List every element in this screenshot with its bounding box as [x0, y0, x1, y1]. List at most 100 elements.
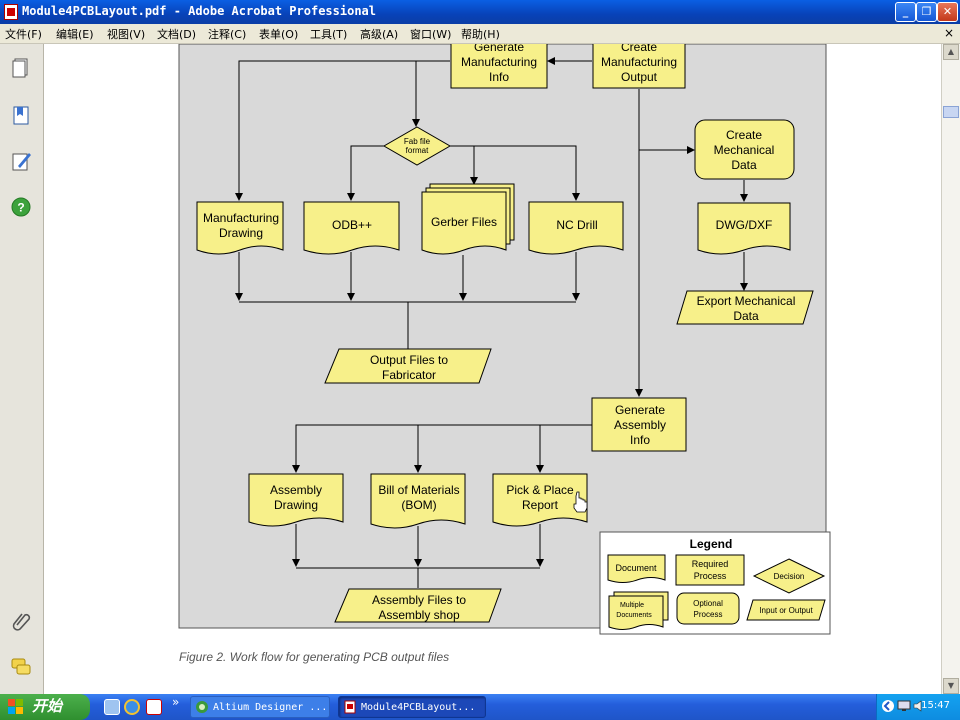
network-icon[interactable]	[897, 700, 911, 712]
tray-arrow-icon[interactable]	[881, 699, 895, 713]
svg-text:Assembly Files to: Assembly Files to	[372, 593, 466, 607]
connectors	[235, 57, 748, 588]
create-manufacturing-output-node: Create Manufacturing Output	[592, 44, 686, 89]
task-altium-designer[interactable]: Altium Designer ...	[190, 696, 330, 718]
svg-text:Input or Output: Input or Output	[759, 606, 813, 615]
svg-text:Export Mechanical: Export Mechanical	[697, 294, 796, 308]
gerber-files-multiple-documents: Gerber Files	[421, 183, 515, 255]
svg-text:Generate: Generate	[615, 403, 665, 417]
svg-text:Gerber Files: Gerber Files	[431, 215, 497, 229]
title-bar: Module4PCBLayout.pdf - Adobe Acrobat Pro…	[0, 0, 960, 24]
scroll-down-arrow-icon[interactable]: ▼	[943, 678, 959, 694]
svg-text:Data: Data	[733, 309, 759, 323]
quick-launch-overflow[interactable]: »	[172, 695, 180, 709]
close-button[interactable]: ✕	[937, 2, 958, 22]
minimize-icon: _	[902, 5, 909, 18]
acrobat-icon[interactable]	[146, 699, 162, 715]
vertical-scrollbar[interactable]: ▲ ▼	[941, 44, 960, 694]
bookmarks-icon[interactable]	[10, 104, 32, 126]
menu-view[interactable]: 视图(V)	[107, 28, 146, 41]
export-mechanical-data-io: Export Mechanical Data	[676, 290, 814, 325]
svg-text:(BOM): (BOM)	[401, 498, 436, 512]
menu-help[interactable]: 帮助(H)	[461, 28, 500, 41]
output-files-fabricator-io: Output Files to Fabricator	[324, 348, 492, 384]
scroll-up-arrow-icon[interactable]: ▲	[943, 44, 959, 60]
volume-icon[interactable]	[913, 700, 925, 712]
generate-assembly-info-node: Generate Assembly Info	[591, 397, 687, 452]
svg-text:Assembly shop: Assembly shop	[378, 608, 460, 622]
task-module4pcblayout[interactable]: Module4PCBLayout...	[338, 696, 486, 718]
svg-text:Fab file: Fab file	[404, 137, 431, 146]
svg-text:Multiple: Multiple	[620, 602, 644, 609]
svg-text:Assembly: Assembly	[270, 483, 322, 497]
document-view[interactable]: Generate Manufacturing Info Create Manuf…	[44, 44, 941, 694]
svg-text:Manufacturing: Manufacturing	[601, 55, 677, 69]
svg-text:format: format	[406, 146, 429, 155]
svg-text:Generate: Generate	[474, 44, 524, 54]
taskbar: 开始 » Altium Designer ... Module4PCBLayou…	[0, 694, 960, 720]
close-icon: ✕	[942, 5, 953, 18]
navigation-panel: ?	[0, 44, 44, 694]
menu-forms[interactable]: 表单(O)	[259, 28, 299, 41]
svg-text:Bill of Materials: Bill of Materials	[378, 483, 459, 497]
pick-place-report-document: Pick & Place Report	[492, 473, 588, 527]
clock[interactable]: 15:47	[921, 700, 950, 711]
restore-icon: ❐	[921, 5, 932, 18]
svg-text:Mechanical: Mechanical	[714, 143, 775, 157]
minimize-button[interactable]: _	[895, 2, 916, 22]
svg-text:Report: Report	[522, 498, 559, 512]
svg-text:ODB++: ODB++	[332, 218, 372, 232]
svg-text:Fabricator: Fabricator	[382, 368, 436, 382]
svg-text:Documents: Documents	[616, 612, 652, 619]
menu-edit[interactable]: 编辑(E)	[56, 28, 94, 41]
pages-icon[interactable]	[10, 56, 32, 78]
document-close-button[interactable]: ×	[943, 26, 954, 40]
hand-cursor-icon	[573, 491, 588, 513]
menu-advanced[interactable]: 高级(A)	[360, 28, 399, 41]
svg-text:Data: Data	[731, 158, 757, 172]
svg-text:Output: Output	[621, 70, 658, 84]
create-mechanical-data-node: Create Mechanical Data	[694, 119, 795, 180]
signatures-icon[interactable]	[10, 150, 32, 172]
dwg-dxf-document: DWG/DXF	[697, 202, 791, 255]
svg-text:Manufacturing: Manufacturing	[203, 211, 279, 225]
restore-button[interactable]: ❐	[916, 2, 937, 22]
acrobat-icon[interactable]	[4, 4, 18, 20]
svg-text:NC Drill: NC Drill	[556, 218, 597, 232]
svg-text:Required: Required	[692, 559, 729, 569]
svg-text:Info: Info	[630, 433, 650, 447]
help-icon[interactable]: ?	[10, 196, 32, 218]
scroll-thumb[interactable]	[943, 106, 959, 118]
svg-text:Create: Create	[621, 44, 657, 54]
svg-text:Info: Info	[489, 70, 509, 84]
start-button[interactable]: 开始	[0, 694, 90, 720]
ie-icon[interactable]	[124, 699, 140, 715]
generate-manufacturing-info-node: Generate Manufacturing Info	[450, 44, 548, 89]
svg-text:DWG/DXF: DWG/DXF	[716, 218, 773, 232]
show-desktop-icon[interactable]	[104, 699, 120, 715]
menu-bar: 文件(F) 编辑(E) 视图(V) 文档(D) 注释(C) 表单(O) 工具(T…	[0, 24, 960, 44]
bill-of-materials-document: Bill of Materials (BOM)	[370, 473, 466, 529]
menu-window[interactable]: 窗口(W)	[410, 28, 452, 41]
pcb-output-flowchart: Generate Manufacturing Info Create Manuf…	[178, 44, 831, 635]
svg-text:Create: Create	[726, 128, 762, 142]
svg-text:Legend: Legend	[690, 537, 733, 551]
attachments-icon[interactable]	[10, 609, 32, 631]
svg-text:?: ?	[17, 201, 24, 215]
menu-tools[interactable]: 工具(T)	[310, 28, 348, 41]
menu-comments[interactable]: 注释(C)	[208, 28, 247, 41]
start-label: 开始	[32, 697, 63, 715]
svg-text:Decision: Decision	[774, 572, 805, 581]
svg-text:Process: Process	[694, 571, 727, 581]
menu-document[interactable]: 文档(D)	[157, 28, 197, 41]
window-title: Module4PCBLayout.pdf - Adobe Acrobat Pro…	[22, 4, 377, 18]
altium-icon	[196, 701, 208, 713]
menu-file[interactable]: 文件(F)	[5, 28, 42, 41]
figure-caption: Figure 2. Work flow for generating PCB o…	[179, 650, 450, 664]
comments-icon[interactable]	[10, 656, 32, 678]
svg-text:Optional: Optional	[693, 599, 723, 608]
svg-text:Pick & Place: Pick & Place	[506, 483, 574, 497]
legend: Legend Document Required Process Decisio…	[599, 531, 831, 635]
svg-text:Manufacturing: Manufacturing	[461, 55, 537, 69]
svg-text:Drawing: Drawing	[219, 226, 263, 240]
